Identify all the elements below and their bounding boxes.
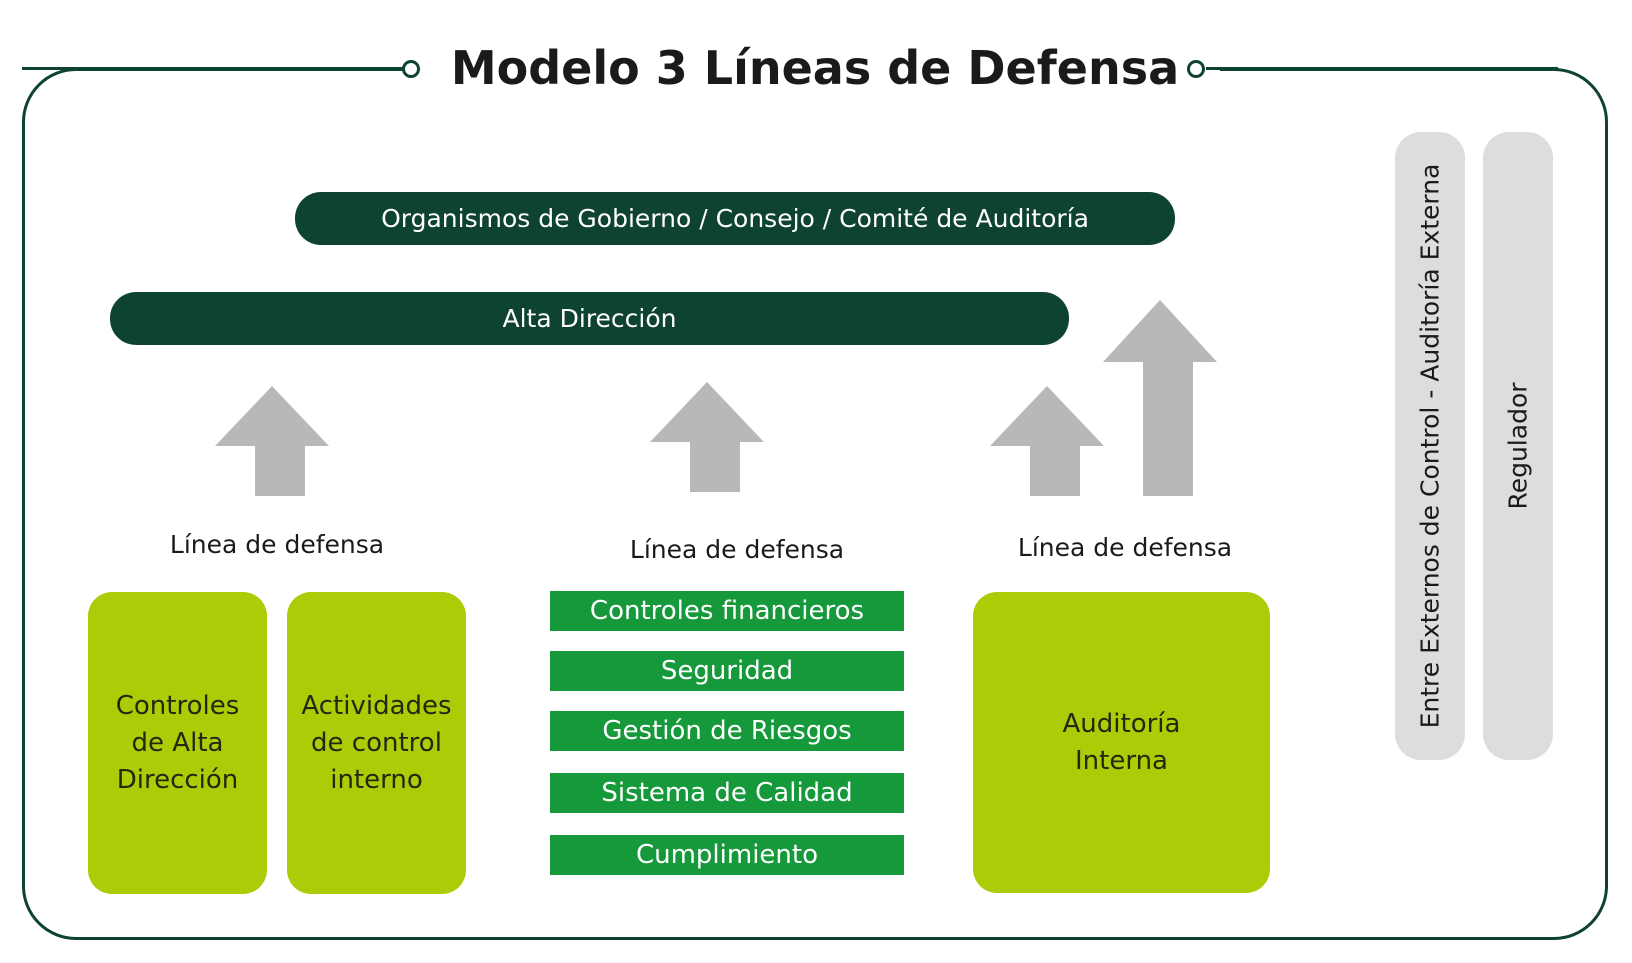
compliance-item: Cumplimiento	[550, 835, 904, 875]
quality-system-item: Sistema de Calidad	[550, 773, 904, 813]
external-audit-label: Entre Externos de Control - Auditoría Ex…	[1415, 163, 1445, 729]
security-item: Seguridad	[550, 651, 904, 691]
up-arrow-line-1	[215, 386, 329, 496]
financial-controls-item: Controles financieros	[550, 591, 904, 631]
senior-management-bar-label: Alta Dirección	[502, 304, 677, 333]
governance-bar-label: Organismos de Gobierno / Consejo / Comit…	[381, 204, 1089, 233]
up-arrow-tall	[1103, 300, 1217, 496]
up-arrow-line-2	[650, 382, 764, 492]
up-arrow-line-3	[990, 386, 1104, 496]
senior-management-bar: Alta Dirección	[110, 292, 1069, 345]
internal-audit-box: Auditoría Interna	[973, 592, 1270, 893]
regulator-label: Regulador	[1503, 382, 1533, 510]
title-connector-left	[22, 67, 408, 70]
governance-bar: Organismos de Gobierno / Consejo / Comit…	[295, 192, 1175, 245]
line-3-caption: Línea de defensa	[1017, 533, 1233, 562]
internal-control-activities-box: Actividades de control interno	[287, 592, 466, 894]
regulator-pill: Regulador	[1483, 132, 1553, 760]
title-connector-right	[1206, 67, 1558, 70]
title-background	[410, 50, 1220, 90]
line-1-caption: Línea de defensa	[169, 530, 385, 559]
senior-management-controls-box: Controles de Alta Dirección	[88, 592, 267, 894]
risk-management-item: Gestión de Riesgos	[550, 711, 904, 751]
title-connector-right-dot	[1187, 60, 1205, 78]
external-audit-pill: Entre Externos de Control - Auditoría Ex…	[1395, 132, 1465, 760]
title-connector-left-dot	[402, 60, 420, 78]
line-2-caption: Línea de defensa	[629, 535, 845, 564]
diagram-title: Modelo 3 Líneas de Defensa	[450, 41, 1180, 95]
